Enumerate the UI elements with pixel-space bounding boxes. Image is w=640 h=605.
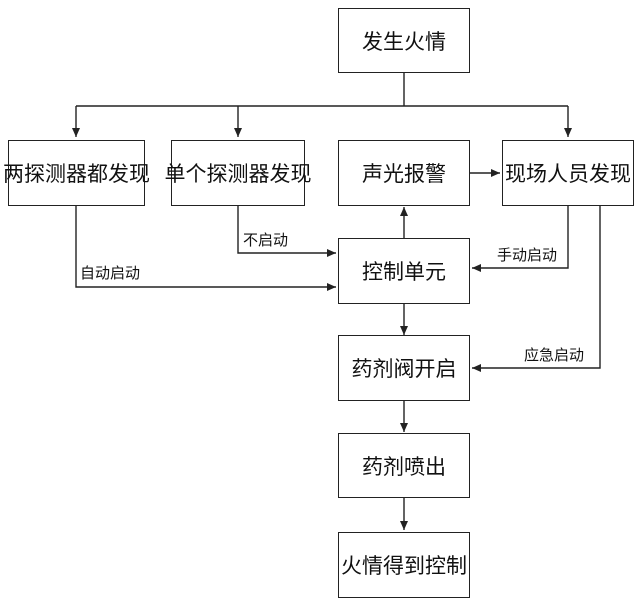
arrow-personnel-to-control: [472, 206, 569, 272]
label-emergency-start: 应急启动: [524, 346, 585, 364]
arrow-two-to-control: [75, 206, 336, 291]
label-manual-start: 手动启动: [497, 246, 558, 264]
node-single-detector: 单个探测器发现: [165, 140, 312, 206]
node-fire-controlled: 火情得到控制: [338, 532, 470, 598]
arrow-single-to-control: [237, 206, 336, 257]
node-two-detectors: 两探测器都发现: [3, 140, 150, 206]
arrow-personnel-to-valve: [472, 206, 601, 372]
label-no-start: 不启动: [243, 231, 289, 249]
label-auto-start: 自动启动: [80, 264, 141, 282]
node-agent-spray: 药剂喷出: [338, 433, 470, 498]
node-valve-open: 药剂阀开启: [338, 335, 470, 401]
node-sound-light-alarm: 声光报警: [338, 140, 470, 206]
node-fire: 发生火情: [338, 8, 470, 73]
node-control-unit: 控制单元: [338, 238, 470, 304]
node-onsite-personnel: 现场人员发现: [502, 140, 634, 206]
